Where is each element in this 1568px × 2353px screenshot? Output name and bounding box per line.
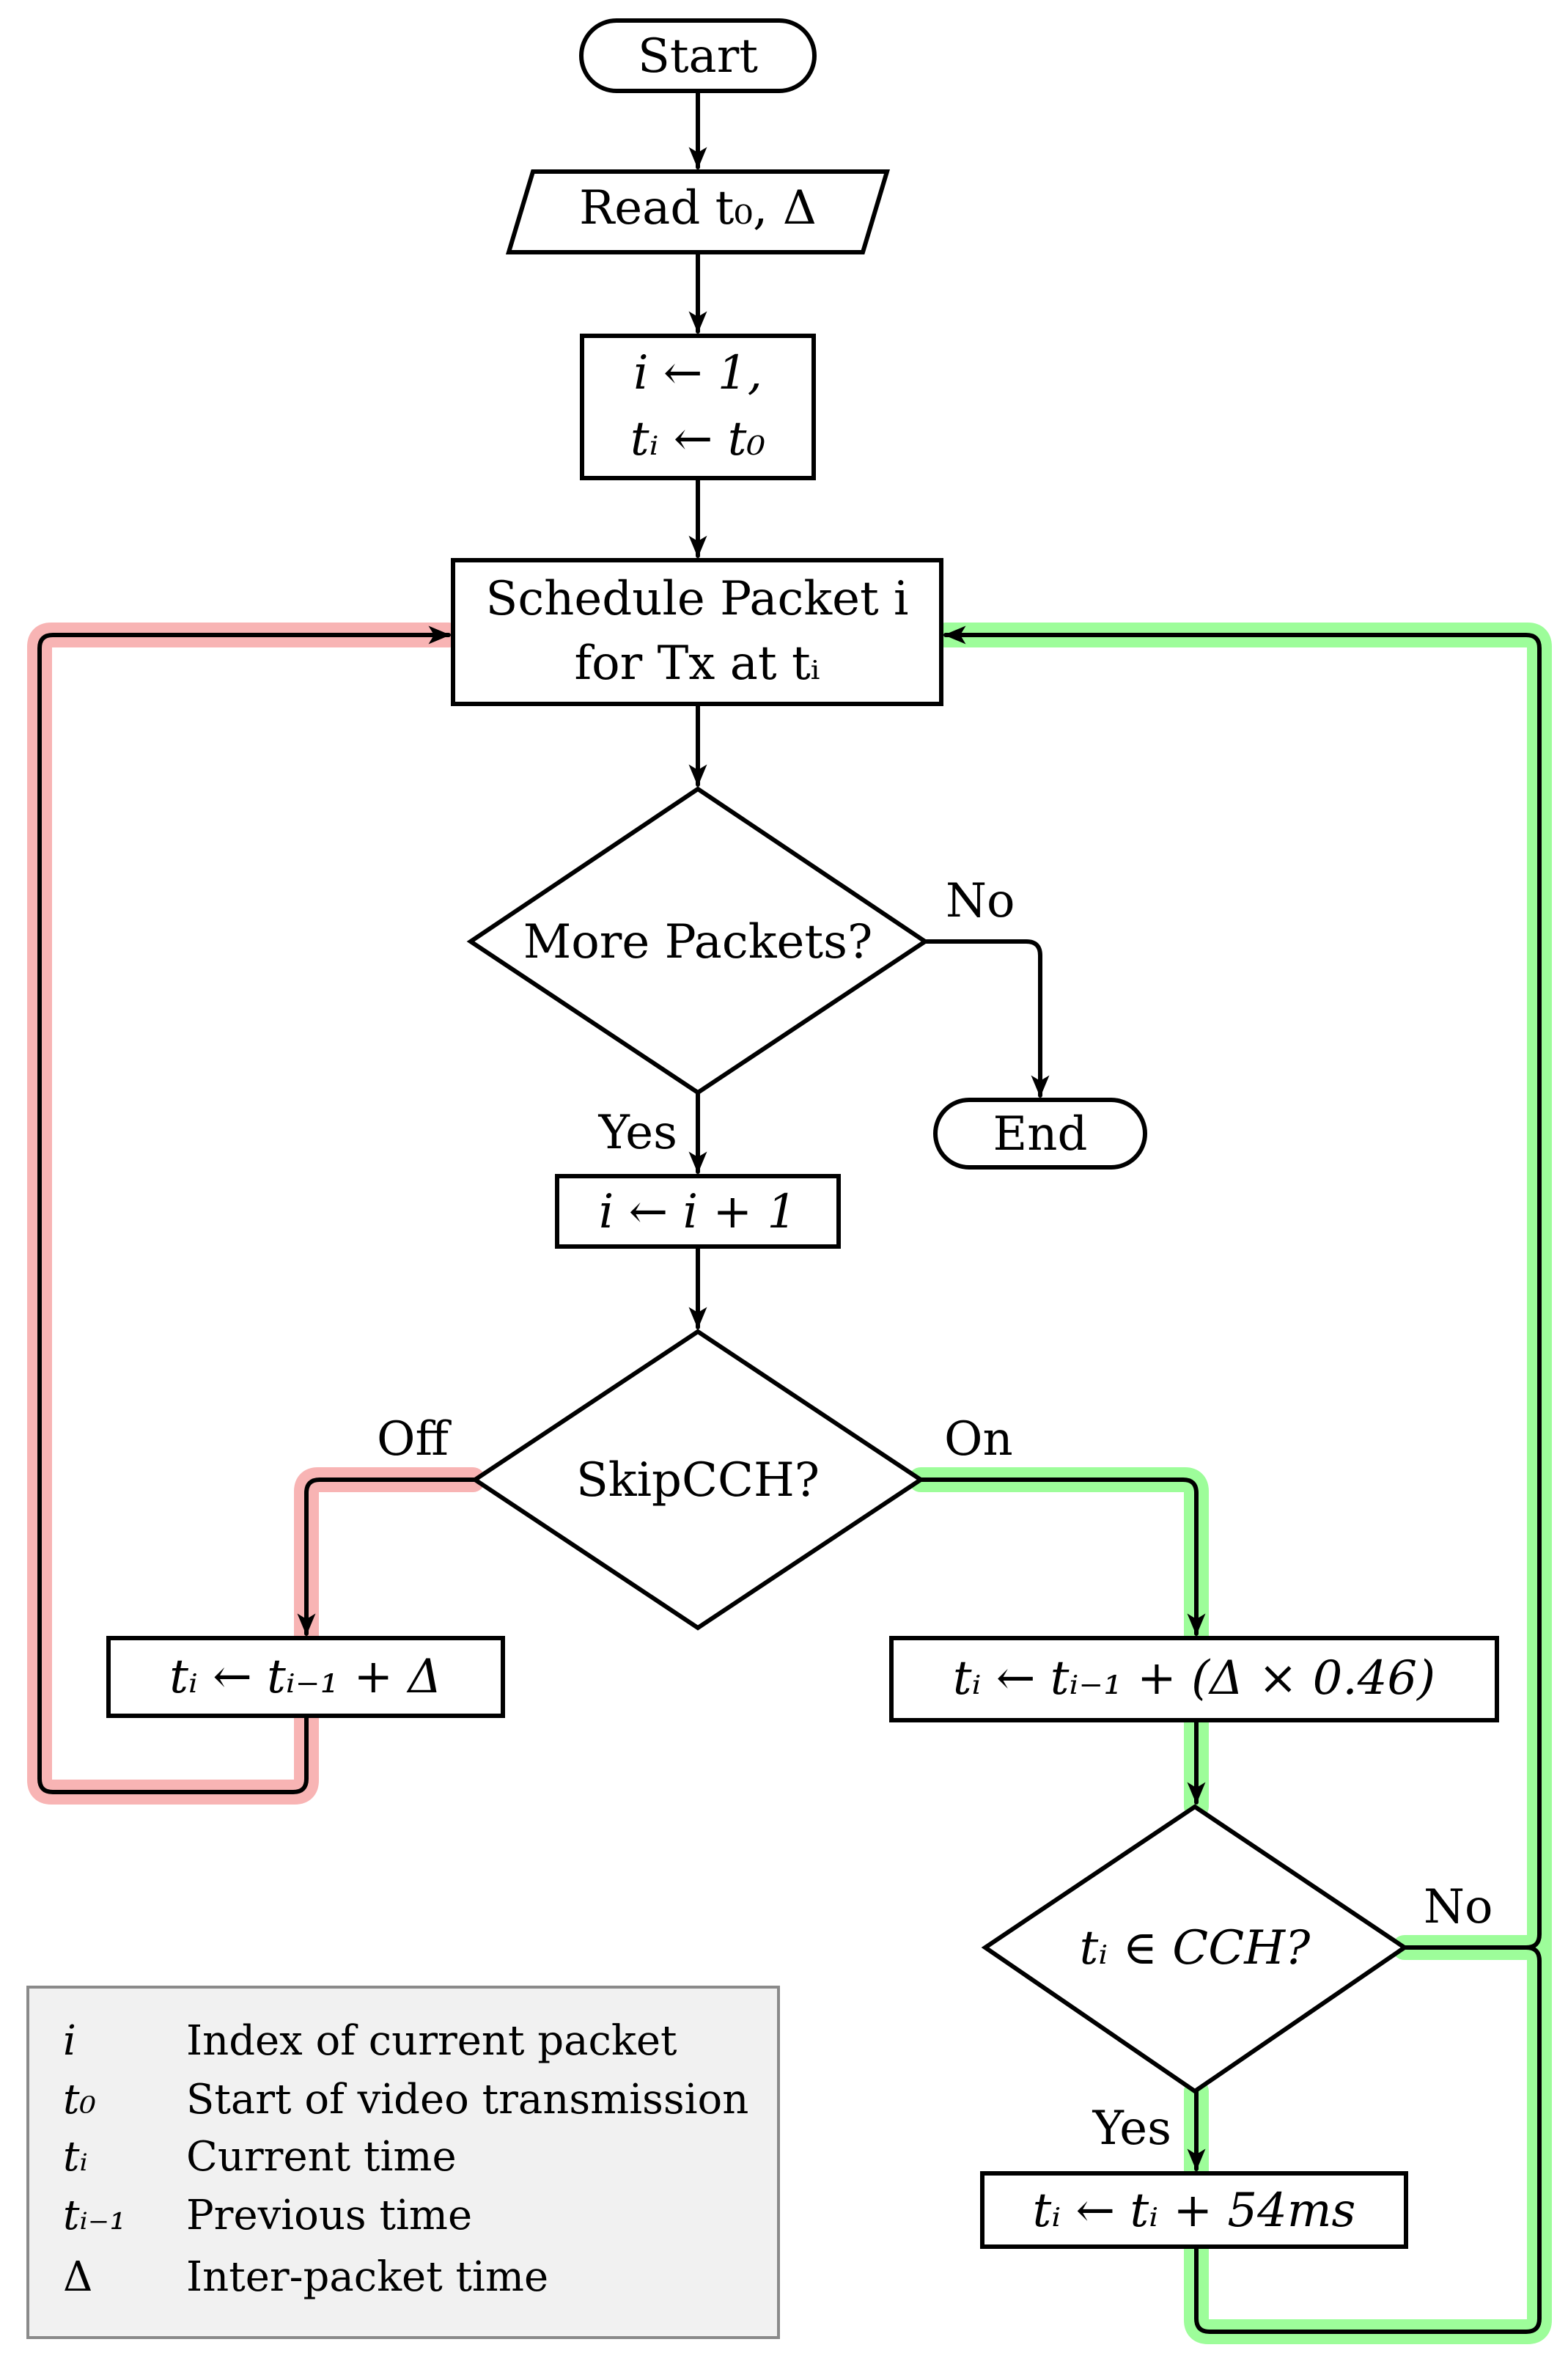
legend: i Index of current packet t₀ Start of vi…: [26, 1986, 780, 2339]
skipcch-decision: [471, 1329, 925, 1631]
add-54-label: tᵢ ← tᵢ + 54ms: [1033, 2184, 1356, 2238]
legend-desc-5: Inter-packet time: [186, 2253, 548, 2301]
update-off-label: tᵢ ← tᵢ₋₁ + Δ: [169, 1650, 441, 1704]
cch-yes-label: Yes: [1092, 2101, 1171, 2156]
edge-off-loop-back: [37, 625, 451, 1794]
legend-symbol-3: tᵢ: [63, 2133, 88, 2181]
legend-desc-4: Previous time: [186, 2192, 472, 2239]
legend-desc-3: Current time: [186, 2133, 457, 2181]
update-off-box: [106, 1636, 505, 1718]
init-box: [580, 334, 816, 480]
add-54-box: [980, 2171, 1408, 2249]
legend-symbol-1: i: [63, 2017, 76, 2065]
edge-skip-off: [297, 1477, 477, 1636]
update-on-label: tᵢ ← tᵢ₋₁ + (Δ × 0.46): [953, 1651, 1435, 1706]
edge-skip-on: [919, 1477, 1206, 1636]
legend-desc-2: Start of video transmission: [186, 2076, 748, 2123]
end-label: End: [993, 1107, 1088, 1161]
off-path-highlight: [27, 623, 485, 1805]
legend-symbol-4: tᵢ₋₁: [63, 2192, 126, 2239]
init-line1: i ← 1,: [633, 346, 762, 400]
legend-symbol-5: Δ: [63, 2253, 92, 2301]
edge-more-no-end: [923, 939, 1050, 1098]
more-no-label: No: [946, 874, 1015, 928]
read-input-label: Read t₀, Δ: [579, 181, 817, 235]
schedule-line2: for Tx at tᵢ: [574, 636, 820, 691]
end-terminal: [933, 1098, 1147, 1170]
start-label: Start: [638, 29, 758, 84]
edge-add-loop-back: [1194, 1945, 1542, 2334]
cch-no-label: No: [1424, 1880, 1493, 1934]
more-yes-label: Yes: [598, 1106, 677, 1160]
skipcch-label: SkipCCH?: [576, 1453, 820, 1508]
schedule-box: [451, 558, 943, 706]
schedule-line1: Schedule Packet i: [485, 572, 908, 626]
legend-symbol-2: t₀: [63, 2076, 96, 2123]
increment-box: [555, 1174, 841, 1249]
edge-incch-no-loop-back: [943, 625, 1542, 1950]
legend-desc-1: Index of current packet: [186, 2017, 677, 2065]
init-line2: tᵢ ← t₀: [630, 412, 765, 466]
increment-label: i ← i + 1: [599, 1185, 797, 1239]
in-cch-label: tᵢ ∈ CCH?: [1080, 1921, 1311, 1975]
more-packets-label: More Packets?: [523, 915, 873, 969]
skip-on-label: On: [944, 1412, 1013, 1467]
skip-off-label: Off: [377, 1412, 452, 1467]
legend-box: [26, 1986, 780, 2339]
read-input-parallelogram: [505, 169, 891, 254]
